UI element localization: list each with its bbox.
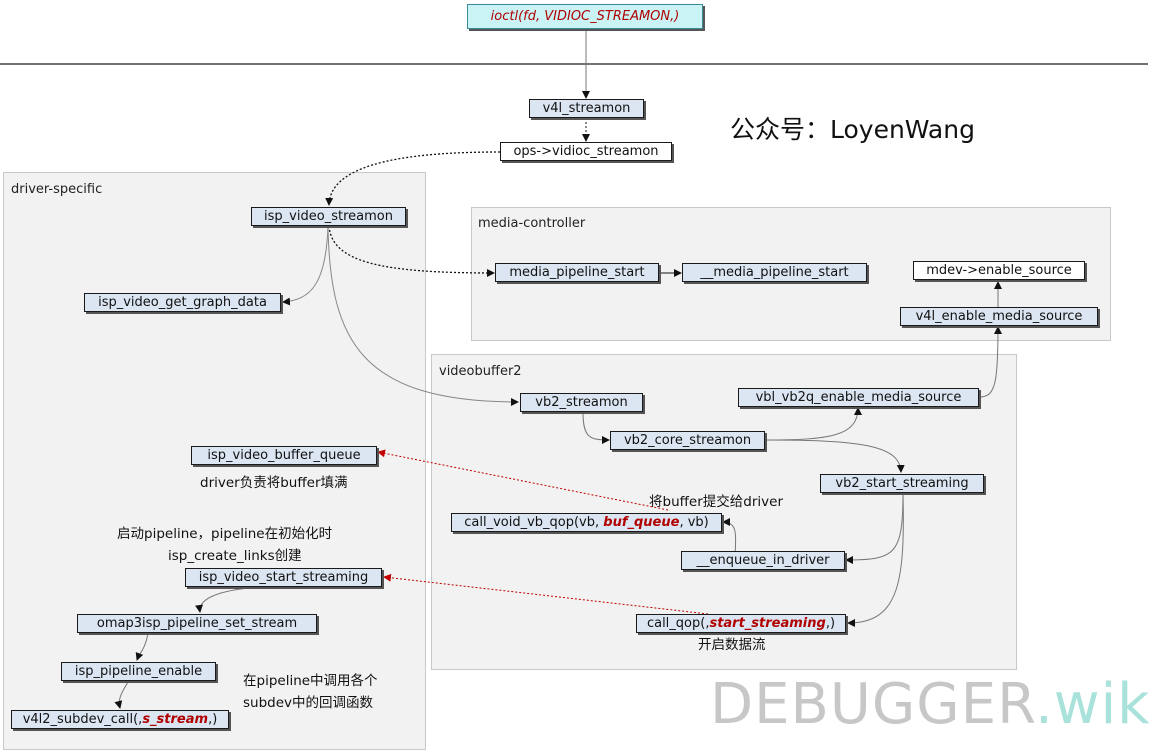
- edge-pipeline-enable-to-subdev-call: [114, 681, 129, 709]
- omap3isp-pipeline-set-stream-node: omap3isp_pipeline_set_stream: [77, 614, 317, 633]
- note-driver-fill-buffer: driver负责将buffer填满: [200, 475, 348, 491]
- v4l-enable-media-source-node: v4l_enable_media_source: [900, 307, 1098, 326]
- region-label-driver-specific: driver-specific: [11, 182, 103, 197]
- isp-pipeline-enable-node: isp_pipeline_enable: [61, 662, 216, 681]
- edge-call-void-to-buffer-queue: [377, 449, 669, 511]
- note-pipeline-line1: 启动pipeline，pipeline在初始化时: [117, 526, 333, 542]
- vb2-streamon-node: vb2_streamon: [520, 393, 643, 412]
- region-label-media-controller: media-controller: [478, 216, 586, 231]
- call-qop-suffix: ,): [825, 616, 836, 631]
- ops-vidioc-streamon-node: ops->vidioc_streamon: [500, 142, 672, 161]
- isp-video-get-graph-data-node: isp_video_get_graph_data: [84, 293, 281, 312]
- v4l2-subdev-call-node: v4l2_subdev_call(,s_stream,): [11, 710, 229, 729]
- note-subdev-line2: subdev中的回调函数: [243, 695, 374, 711]
- edge-start-streaming-to-call-qop: [847, 492, 904, 627]
- v4l-streamon-node: v4l_streamon: [529, 99, 644, 118]
- call-void-vb-qop-suffix: , vb): [679, 515, 709, 530]
- call-void-vb-qop-prefix: call_void_vb_qop(vb,: [464, 515, 604, 530]
- edge-vb2-streamon-to-core-streamon: [582, 411, 610, 444]
- isp-video-start-streaming-node: isp_video_start_streaming: [185, 568, 382, 587]
- note-subdev-line1: 在pipeline中调用各个: [243, 673, 378, 689]
- watermark-main: DEBUGGER: [710, 672, 1035, 737]
- mdev-enable-source-node: mdev->enable_source: [913, 261, 1085, 280]
- media-pipeline-start-inner-node: __media_pipeline_start: [682, 263, 867, 282]
- edge-start-streaming-to-set-stream: [195, 586, 261, 613]
- call-qop-node: call_qop(,start_streaming,): [636, 614, 846, 633]
- vb2-start-streaming-node: vb2_start_streaming: [820, 474, 984, 493]
- watermark-tld: .wiki: [1035, 672, 1150, 737]
- edge-isp-streamon-to-media-pipeline-start: [328, 225, 495, 277]
- edge-ops-to-isp-video-streamon: [325, 151, 501, 206]
- media-pipeline-start-node: media_pipeline_start: [495, 263, 659, 282]
- v4l2-subdev-call-suffix: ,): [208, 712, 218, 727]
- edge-vbl-enable-to-v4l-enable: [979, 326, 1002, 398]
- edge-isp-streamon-to-vb2-streamon: [327, 225, 519, 406]
- note-submit-buffer: 将buffer提交给driver: [649, 494, 783, 510]
- v4l2-subdev-call-emphasis: s_stream: [142, 712, 209, 727]
- edge-start-streaming-to-enqueue: [845, 492, 904, 564]
- call-qop-emphasis: start_streaming: [709, 616, 826, 631]
- edge-core-streamon-to-start-streaming: [764, 439, 905, 473]
- edge-core-streamon-to-vbl-enable: [764, 407, 862, 441]
- brand-loyenwang: 公众号：LoyenWang: [730, 115, 975, 144]
- vb2-core-streamon-node: vb2_core_streamon: [610, 431, 765, 450]
- isp-video-streamon-node: isp_video_streamon: [251, 207, 406, 226]
- enqueue-in-driver-node: __enqueue_in_driver: [681, 551, 845, 570]
- note-pipeline-line2: isp_create_links创建: [168, 548, 302, 564]
- note-start-dataflow: 开启数据流: [698, 637, 766, 653]
- call-void-vb-qop-node: call_void_vb_qop(vb, buf_queue, vb): [451, 513, 722, 532]
- call-qop-prefix: call_qop(,: [646, 616, 710, 631]
- vbl-vb2q-enable-media-source-node: vbl_vb2q_enable_media_source: [738, 388, 979, 407]
- edge-set-stream-to-pipeline-enable: [135, 632, 149, 661]
- ioctl-streamon-node: ioctl(fd, VIDIOC_STREAMON,): [467, 4, 703, 29]
- v4l2-subdev-call-prefix: v4l2_subdev_call(,: [22, 712, 143, 727]
- debugger-watermark: DEBUGGER.wiki: [710, 672, 1150, 737]
- call-void-vb-qop-emphasis: buf_queue: [603, 515, 680, 530]
- isp-video-buffer-queue-node: isp_video_buffer_queue: [191, 446, 377, 465]
- edge-isp-streamon-to-get-graph-data: [282, 225, 329, 306]
- edge-call-qop-to-start-streaming: [383, 573, 709, 615]
- region-label-videobuffer2: videobuffer2: [439, 364, 522, 379]
